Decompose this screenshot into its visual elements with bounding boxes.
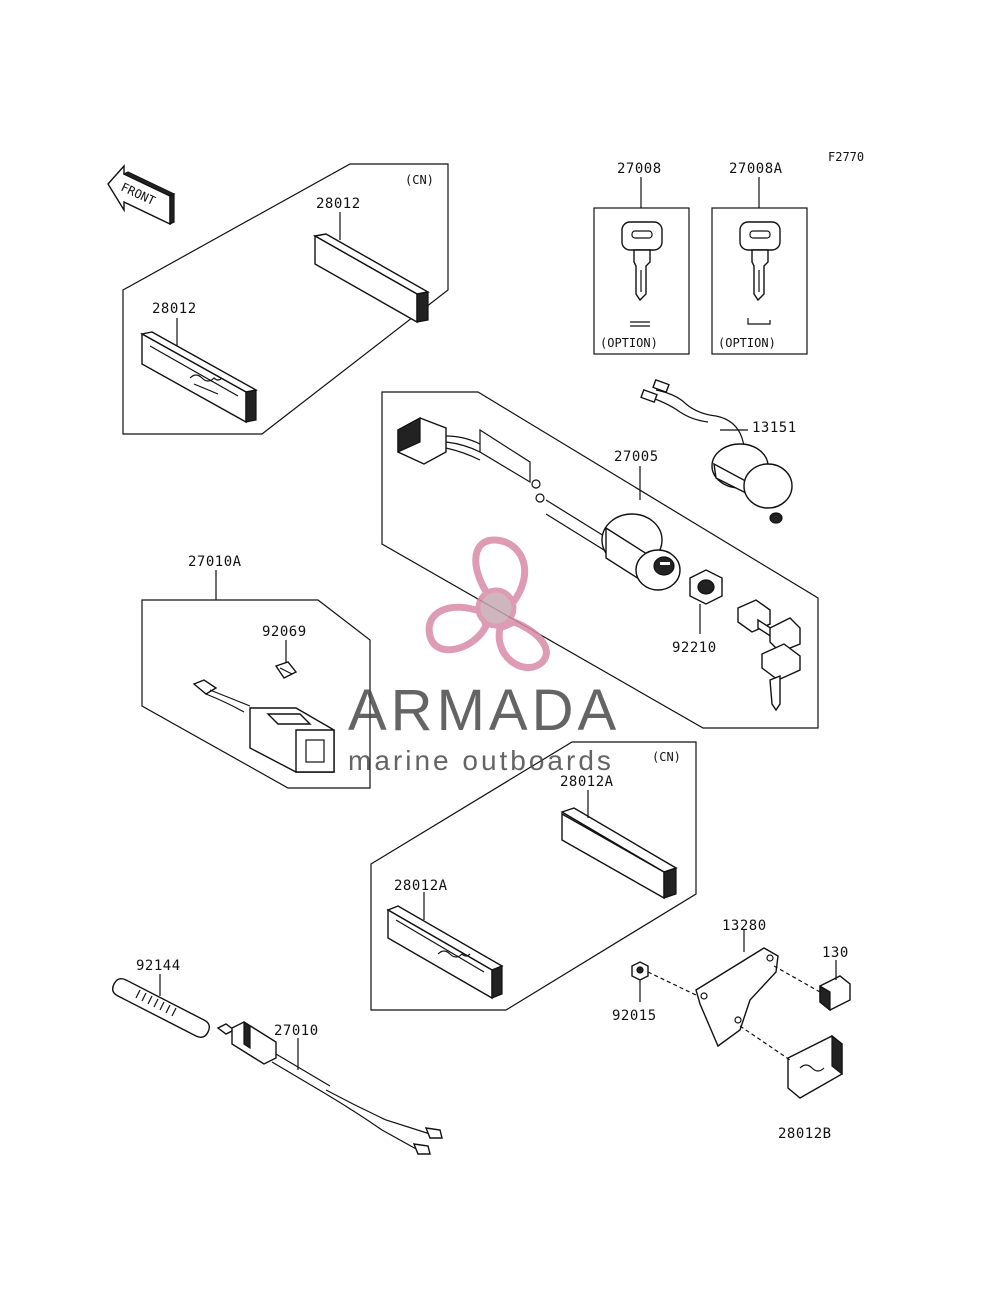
- switch-group-27010A: 27010A 92069: [141, 554, 371, 789]
- label-28012B: 28012B: [778, 1126, 832, 1142]
- label-27010A: 27010A: [188, 554, 242, 570]
- label-130: 130: [822, 945, 849, 961]
- bulb-icon: [274, 661, 298, 679]
- warning-switch-icon: [192, 679, 335, 773]
- switch-27010-group: 27010: [216, 1020, 443, 1155]
- key-icon: [739, 221, 781, 302]
- label-13280: 13280: [722, 918, 767, 934]
- emblem-28012-lower: [140, 331, 258, 424]
- bracket-icon: [695, 947, 779, 1048]
- option-label-27008A: (OPTION): [718, 336, 776, 350]
- connector-icon: [397, 416, 481, 465]
- figure-code: F2770: [828, 150, 864, 164]
- label-28012-upper: 28012: [316, 196, 361, 212]
- propeller-logo-icon: [425, 536, 550, 672]
- watermark-brand: ARMADA: [348, 678, 620, 743]
- label-92210: 92210: [672, 640, 717, 656]
- key-27008-box: 27008 (OPTION): [593, 161, 690, 355]
- emblem-28012-upper: [312, 233, 431, 324]
- group-cn-lower: (CN) 28012A 28012A: [370, 741, 697, 1011]
- option-label-27008: (OPTION): [600, 336, 658, 350]
- emblem-28012B: [787, 1034, 843, 1099]
- label-27008: 27008: [617, 161, 662, 177]
- group-cn-upper-label: (CN): [405, 173, 434, 187]
- key-27008A-box: 27008A (OPTION): [711, 161, 808, 355]
- bolt-icon: [819, 975, 851, 1012]
- label-92069: 92069: [262, 624, 307, 640]
- washer-icon: [631, 961, 649, 981]
- key-icon: [621, 221, 663, 302]
- label-27010: 27010: [274, 1023, 319, 1039]
- nut-icon: [689, 569, 723, 605]
- label-28012A-upper: 28012A: [560, 774, 614, 790]
- label-27005: 27005: [614, 449, 659, 465]
- armada-watermark: ARMADA marine outboards: [348, 536, 620, 776]
- spring-group: 92144: [111, 958, 211, 1039]
- ignition-switch-icon: [601, 513, 681, 591]
- group-cn-lower-label: (CN): [652, 750, 681, 764]
- emblem-28012A-lower: [386, 905, 504, 1000]
- key-pair-icon: [737, 599, 801, 712]
- stop-switch-icon: [216, 1020, 443, 1155]
- label-92144: 92144: [136, 958, 181, 974]
- group-cn-upper: (CN) 28012 28012: [122, 163, 449, 435]
- emblem-28012A-upper: [560, 807, 678, 900]
- spring-icon: [111, 977, 211, 1039]
- ignition-switch-group: 27005 92210 13151: [381, 378, 819, 729]
- label-28012A-lower: 28012A: [394, 878, 448, 894]
- pilot-lamp-icon: [640, 378, 793, 524]
- front-arrow-icon: FRONT: [107, 164, 176, 226]
- bracket-group: 13280 130 92015 28012B: [612, 918, 851, 1142]
- watermark-tagline: marine outboards: [348, 745, 614, 776]
- label-28012-lower: 28012: [152, 301, 197, 317]
- label-92015: 92015: [612, 1008, 657, 1024]
- label-27008A: 27008A: [729, 161, 783, 177]
- label-13151: 13151: [752, 420, 797, 436]
